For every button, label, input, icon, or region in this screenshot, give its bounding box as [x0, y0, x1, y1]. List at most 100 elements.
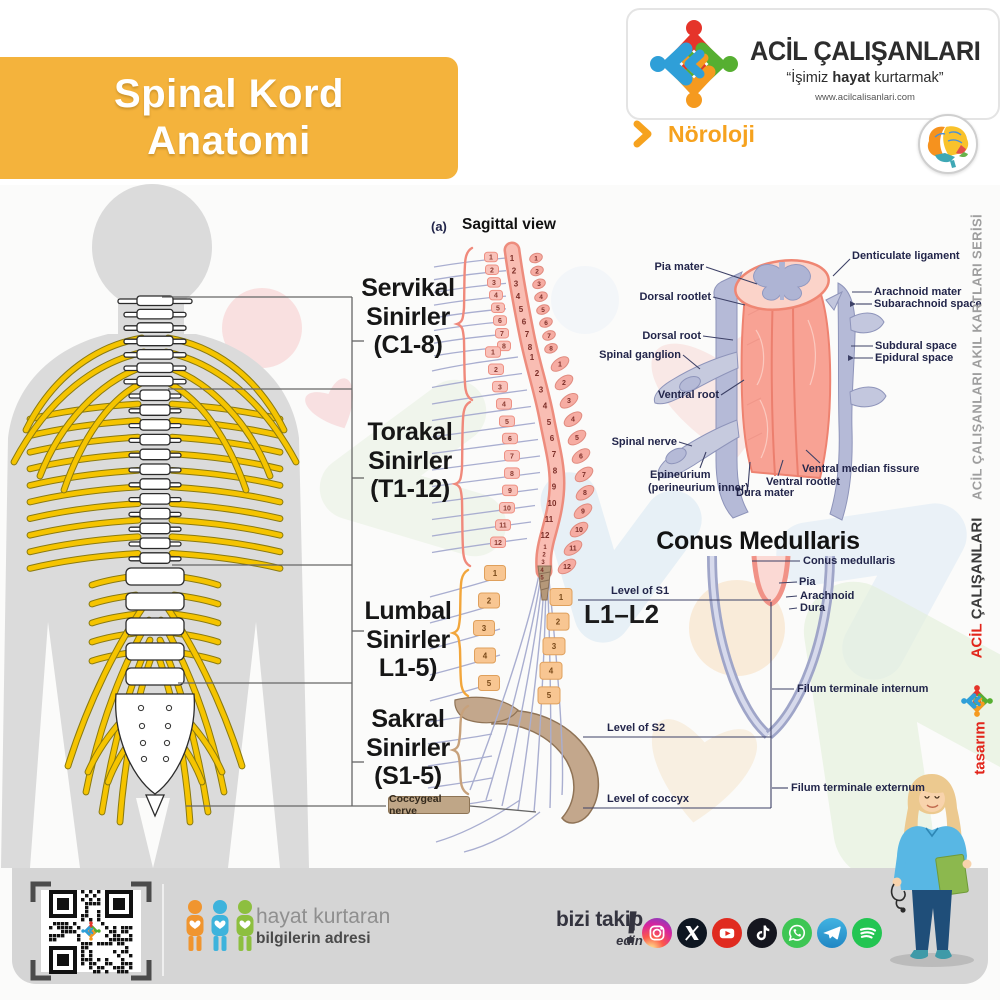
brand-tagline: “İşimiz hayat kurtarmak”: [786, 70, 944, 86]
svg-text:2: 2: [487, 596, 492, 605]
svg-text:11: 11: [569, 545, 577, 552]
svg-text:8: 8: [553, 466, 558, 475]
svg-text:1: 1: [530, 353, 535, 362]
social-icons-row: [642, 918, 882, 948]
brand-card: ACİL ÇALIŞANLARI “İşimiz hayat kurtarmak…: [626, 8, 1000, 120]
social-youtube-icon[interactable]: [712, 918, 742, 948]
social-whatsapp-icon[interactable]: [782, 918, 812, 948]
svg-text:5: 5: [505, 419, 509, 426]
svg-text:12: 12: [563, 564, 571, 571]
svg-text:2: 2: [490, 267, 494, 274]
svg-text:5: 5: [519, 305, 524, 314]
svg-text:10: 10: [575, 527, 583, 534]
svg-text:4: 4: [494, 293, 498, 300]
svg-text:5: 5: [487, 679, 492, 688]
svg-text:6: 6: [550, 434, 555, 443]
label-denticulate-ligament: Denticulate ligament: [852, 250, 960, 262]
svg-text:1: 1: [543, 545, 547, 551]
page-title-line1: Spinal Kord: [114, 71, 344, 116]
label-conus-medullaris: Conus medullaris: [803, 555, 896, 567]
svg-text:2: 2: [494, 367, 498, 374]
svg-text:3: 3: [567, 398, 571, 405]
svg-text:1: 1: [558, 361, 562, 368]
svg-text:1: 1: [491, 350, 495, 357]
people-trio-icon: [186, 900, 254, 951]
svg-text:9: 9: [552, 483, 557, 492]
svg-text:4: 4: [516, 292, 521, 301]
svg-text:12: 12: [541, 531, 550, 540]
svg-text:4: 4: [571, 417, 575, 424]
label-ventral-root: Ventral root: [657, 389, 719, 401]
qr-code[interactable]: [28, 876, 154, 986]
svg-text:7: 7: [500, 331, 504, 338]
social-x-icon[interactable]: [677, 918, 707, 948]
svg-text:5: 5: [575, 435, 579, 442]
brand-website[interactable]: www.acilcalisanlari.com: [815, 92, 915, 103]
svg-text:9: 9: [508, 488, 512, 495]
svg-text:3: 3: [498, 384, 502, 391]
label-filum-terminale-internum: Filum terminale internum: [797, 683, 929, 695]
label-pia: Pia: [799, 576, 816, 588]
page-title-line2: Anatomi: [147, 119, 311, 163]
label-subdural-space: Subdural space: [875, 340, 957, 352]
label-subarachnoid-space: Subarachnoid space: [874, 298, 982, 310]
follow-us-text: bizi takip edin: [556, 908, 643, 948]
svg-text:8: 8: [549, 346, 553, 353]
svg-text:6: 6: [579, 453, 583, 460]
label-l1-l2: L1–L2: [584, 599, 660, 629]
label-spinal-ganglion: Spinal ganglion: [599, 349, 681, 361]
design-credit-text: tasarım: [971, 721, 989, 775]
svg-text:4: 4: [502, 402, 506, 409]
svg-text:2: 2: [562, 380, 566, 387]
svg-text:2: 2: [542, 553, 546, 559]
svg-text:8: 8: [502, 344, 506, 351]
leader-lines: [162, 246, 873, 813]
label-spinal-nerve: Spinal nerve: [611, 436, 677, 448]
svg-text:2: 2: [556, 617, 561, 626]
social-telegram-icon[interactable]: [817, 918, 847, 948]
svg-text:4: 4: [540, 568, 544, 574]
svg-text:11: 11: [499, 523, 507, 530]
brand-name: ACİL ÇALIŞANLARI: [750, 36, 981, 66]
series-vertical-text: ACİL ÇALIŞANLARI AKIL KARTLARI SERİSİ: [969, 213, 985, 501]
social-spotify-icon[interactable]: [852, 918, 882, 948]
skeleton-figure: [1, 184, 309, 868]
label-level-s1: Level of S1: [611, 585, 670, 597]
svg-text:4: 4: [483, 651, 488, 660]
label-dura-mater: Dura mater: [736, 487, 795, 499]
conus-medullaris-figure: [707, 555, 835, 739]
coccygeal-nerve-badge: Coccygeal nerve: [388, 793, 470, 817]
svg-text:4: 4: [543, 402, 548, 411]
svg-text:2: 2: [512, 267, 517, 276]
svg-text:11: 11: [545, 515, 554, 524]
panel-tag: (a): [431, 219, 447, 234]
svg-text:5: 5: [547, 418, 552, 427]
social-tiktok-icon[interactable]: [747, 918, 777, 948]
svg-text:6: 6: [508, 436, 512, 443]
svg-text:2: 2: [535, 268, 539, 275]
svg-text:8: 8: [510, 471, 514, 478]
svg-text:5: 5: [540, 575, 544, 581]
label-level-s2: Level of S2: [607, 722, 666, 734]
svg-text:3: 3: [541, 560, 545, 566]
social-instagram-icon[interactable]: [642, 918, 672, 948]
svg-text:10: 10: [503, 505, 511, 512]
category-label: Nöroloji: [668, 120, 755, 147]
svg-text:7: 7: [547, 333, 551, 340]
svg-text:1: 1: [489, 255, 493, 262]
cross-section-figure: [653, 259, 887, 521]
label-epidural-space: Epidural space: [875, 352, 954, 364]
label-ventral-rootlet: Ventral rootlet: [766, 476, 840, 488]
label-level-coccyx: Level of coccyx: [607, 793, 689, 805]
svg-text:5: 5: [496, 305, 500, 312]
nurse-illustration: [890, 774, 974, 967]
svg-text:7: 7: [582, 472, 586, 479]
label-pia-mater: Pia mater: [654, 261, 704, 273]
svg-text:3: 3: [539, 385, 544, 394]
brain-icon: [918, 114, 978, 174]
label-filum-terminale-externum: Filum terminale externum: [791, 782, 925, 794]
